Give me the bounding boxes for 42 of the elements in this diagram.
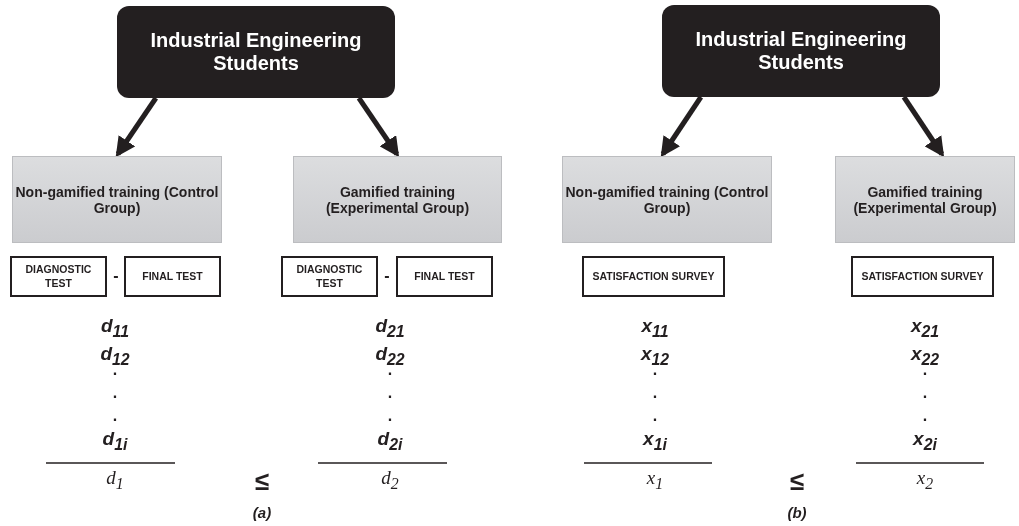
arrow — [115, 96, 158, 158]
ellipsis-dot: . — [652, 407, 658, 425]
ellipsis-dot: . — [652, 384, 658, 402]
ellipsis-dot: . — [387, 407, 393, 425]
ellipsis-dot: . — [922, 384, 928, 402]
panel-label: (a) — [252, 503, 272, 521]
mean-value: x$_{2}$ — [916, 467, 934, 493]
test-box: DIAGNOSTIC TEST — [281, 256, 378, 297]
group-box: Industrial Engineering Students — [117, 6, 395, 98]
arrow — [660, 95, 703, 158]
variable: x$_{1i}$ — [643, 428, 667, 454]
test-box: SATISFACTION SURVEY — [582, 256, 725, 297]
training-box: Gamified training (Experimental Group) — [835, 156, 1015, 243]
mean-value: d$_{1}$ — [106, 467, 124, 493]
variable: x$_{11}$ — [641, 315, 669, 341]
minus-sign: - — [113, 267, 119, 285]
test-box: FINAL TEST — [396, 256, 493, 297]
ellipsis-dot: . — [112, 407, 118, 425]
mean-value: d$_{2}$ — [381, 467, 399, 493]
arrow — [356, 96, 400, 158]
training-box: Non-gamified training (Control Group) — [562, 156, 772, 243]
test-box: FINAL TEST — [124, 256, 221, 297]
variable: d$_{11}$ — [101, 315, 129, 341]
variable: d$_{21}$ — [375, 315, 405, 341]
variable: d$_{1i}$ — [102, 428, 128, 454]
mean-value: x$_{1}$ — [646, 467, 664, 493]
ellipsis-dot: . — [112, 384, 118, 402]
panel-label: (b) — [787, 503, 807, 521]
test-box: DIAGNOSTIC TEST — [10, 256, 107, 297]
arrow — [901, 95, 945, 158]
inequality-sign: ≤ — [254, 465, 270, 497]
variable: x$_{2i}$ — [913, 428, 937, 454]
ellipsis-dot: . — [922, 407, 928, 425]
test-box: SATISFACTION SURVEY — [851, 256, 994, 297]
minus-sign: - — [384, 267, 390, 285]
ellipsis-dot: . — [387, 384, 393, 402]
training-box: Non-gamified training (Control Group) — [12, 156, 222, 243]
variable: x$_{21}$ — [910, 315, 940, 341]
training-box: Gamified training (Experimental Group) — [293, 156, 502, 243]
variable: d$_{2i}$ — [377, 428, 403, 454]
inequality-sign: ≤ — [789, 465, 805, 497]
group-box: Industrial Engineering Students — [662, 5, 940, 97]
